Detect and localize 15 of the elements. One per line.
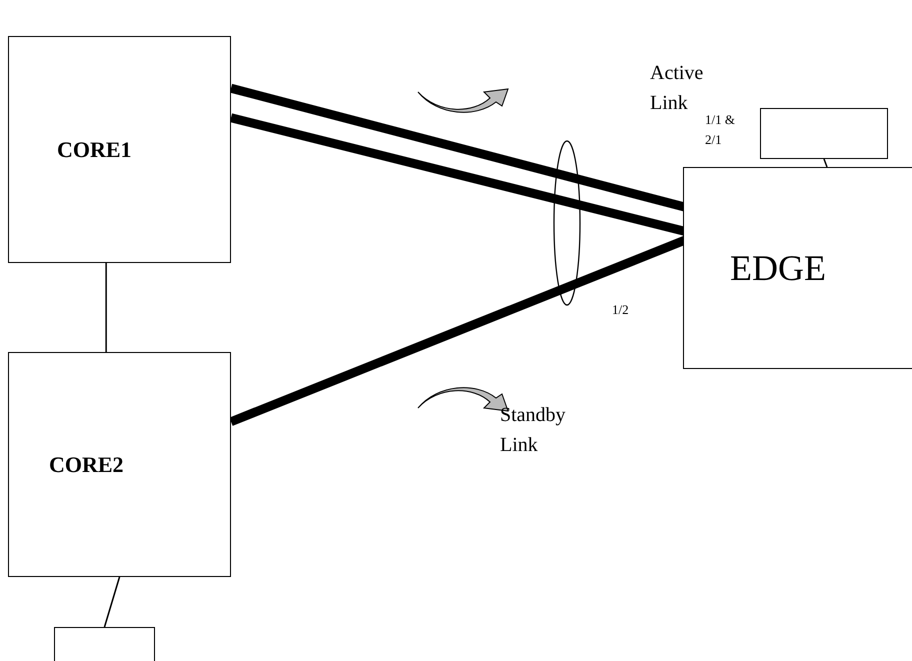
connector-line xyxy=(823,158,828,168)
node-label: EDGE xyxy=(730,247,826,289)
node-label: CORE2 xyxy=(49,452,124,478)
core-switch-box xyxy=(8,352,231,577)
port-label: 1/1 & 2/1 xyxy=(705,111,735,148)
node-label: CORE1 xyxy=(57,136,132,162)
device-box xyxy=(760,108,888,159)
port-label: 1/2 xyxy=(612,301,630,319)
connector-line xyxy=(104,576,120,628)
device-box xyxy=(54,627,155,661)
connector-line xyxy=(105,263,107,352)
link-label: Active Link xyxy=(650,61,704,116)
link-label: Standby Link xyxy=(500,403,567,458)
core-switch-box xyxy=(8,36,231,263)
edge-switch-box xyxy=(683,167,912,369)
